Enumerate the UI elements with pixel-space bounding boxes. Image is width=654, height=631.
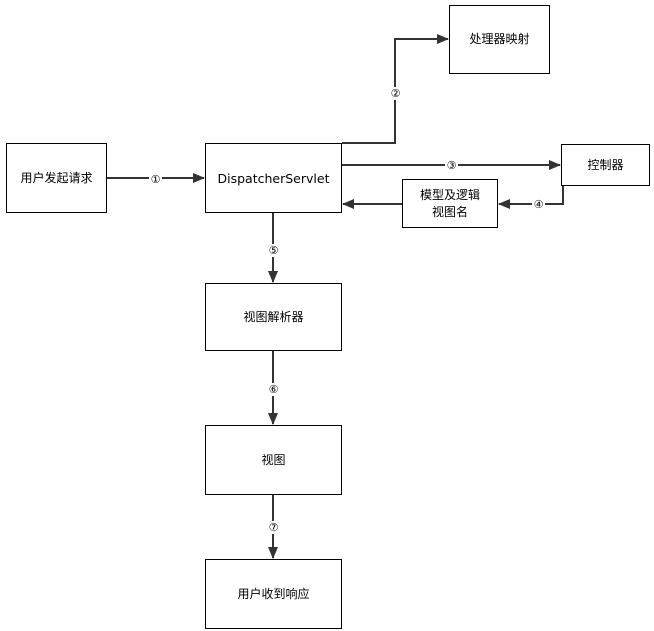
step-5-label: ⑤ (267, 244, 280, 257)
step-4-label: ④ (532, 198, 545, 211)
controller-label: 控制器 (587, 157, 624, 172)
handler-mapping-node: 处理器映射 (449, 5, 550, 74)
view-node: 视图 (205, 425, 342, 495)
model-view-name-node: 模型及逻辑 视图名 (402, 179, 498, 228)
step-6-label: ⑥ (267, 383, 280, 396)
user-response-label: 用户收到响应 (237, 586, 310, 601)
view-label: 视图 (261, 452, 286, 467)
step-1-label: ① (149, 173, 162, 186)
user-request-node: 用户发起请求 (6, 143, 107, 213)
arrow-controller-to-model (498, 186, 564, 209)
user-response-node: 用户收到响应 (205, 559, 342, 629)
step-3-label: ③ (445, 159, 458, 172)
controller-node: 控制器 (561, 144, 650, 186)
model-view-name-label: 模型及逻辑 视图名 (419, 187, 480, 219)
dispatcher-servlet-node: DispatcherServlet (205, 143, 342, 213)
step-7-label: ⑦ (267, 521, 280, 534)
view-resolver-node: 视图解析器 (205, 283, 342, 351)
step-2-label: ② (389, 87, 402, 100)
handler-mapping-label: 处理器映射 (469, 32, 530, 46)
user-request-label: 用户发起请求 (20, 170, 93, 185)
view-resolver-label: 视图解析器 (243, 309, 304, 324)
dispatcher-servlet-label: DispatcherServlet (217, 170, 330, 186)
